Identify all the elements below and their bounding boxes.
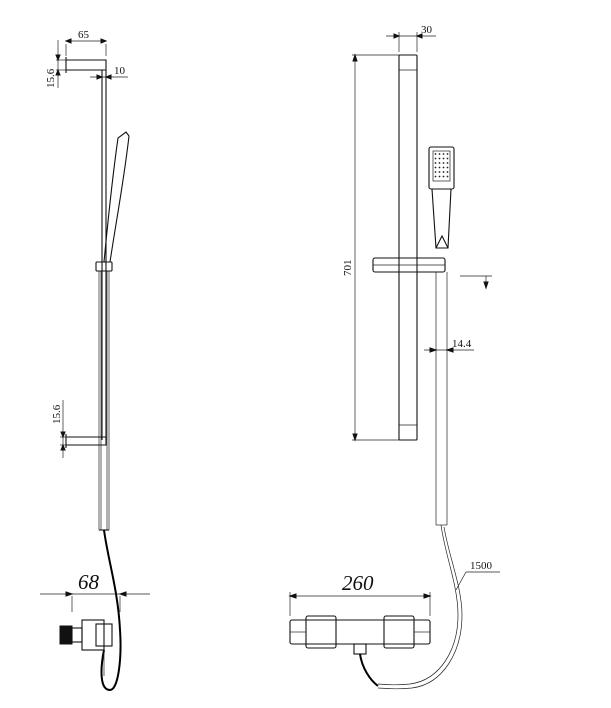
nozzle-dot [446,153,449,155]
front-handset-face [432,150,451,182]
front-handset-tip [435,234,449,249]
side-handset [103,131,130,263]
side-bottom-bracket [65,434,107,448]
front-valve-handle-right [383,615,415,649]
front-hose-curve-outer [377,524,459,686]
side-view: 65 15.6 10 15.6 68 [40,29,150,692]
dim-arrows [429,347,454,353]
dim-arrows [64,38,108,44]
nozzle-dot [442,171,445,173]
nozzle-dot [438,153,441,155]
dim-hose-length: 1500 [470,560,493,572]
nozzle-dot [442,157,445,160]
dim-hose-diameter: 14.4 [452,338,472,350]
nozzle-dot [446,162,449,164]
nozzle-dot [438,157,441,160]
nozzle-dot [438,175,441,178]
nozzle-dot [438,171,441,173]
nozzle-dot [446,175,449,178]
dim-rail-length: 701 [342,260,354,277]
nozzle-dot [442,162,445,164]
dim-arrows [65,591,127,597]
dim-top-height-left: 15.6 [45,68,57,88]
front-rail [398,54,418,441]
nozzle-dot [434,175,437,178]
dim-rail-offset-left: 10 [114,65,126,77]
nozzle-dot [434,162,437,164]
dim-arrows [60,431,66,451]
nozzle-dot [438,166,441,169]
dim-valve-depth: 68 [78,570,100,594]
nozzle-dot [446,171,449,173]
side-slider [95,261,113,272]
side-valve-knob [59,625,73,645]
dim-rail-depth-right: 30 [421,24,433,36]
nozzle-dot [446,157,449,160]
dim-arrows [55,54,61,76]
side-valve-cap [95,623,113,647]
front-valve-outlet-hose [359,653,379,687]
side-valve-neck [71,627,83,643]
front-view: 30 701 14.4 1500 260 [288,24,500,690]
front-valve-outlet [353,643,367,655]
nozzle-dot [434,166,437,169]
dim-bottom-height-left: 15.6 [51,404,63,424]
front-valve-handle-left [305,615,337,649]
front-handset-handle [431,188,452,249]
nozzle-dot [446,166,449,169]
front-handset-nozzles [434,153,449,178]
dim-arrows [352,53,358,442]
dim-valve-width: 260 [342,571,374,595]
nozzle-dot [434,171,437,173]
side-top-bracket [65,57,107,73]
nozzle-dot [438,162,441,164]
dim-hose-leader [455,571,467,591]
nozzle-dot [434,157,437,160]
dim-arrows [96,74,112,80]
front-hose-curve-inner [377,526,463,690]
dim-arrows [288,593,432,599]
nozzle-dot [442,153,445,155]
front-valve-body [289,619,431,645]
dim-arrows [393,33,423,39]
nozzle-dot [434,153,437,155]
nozzle-dot [442,175,445,178]
front-tick-arrow [483,281,489,290]
side-hose-curve [100,529,122,692]
nozzle-dot [442,166,445,169]
dim-top-width-left: 65 [78,29,90,41]
